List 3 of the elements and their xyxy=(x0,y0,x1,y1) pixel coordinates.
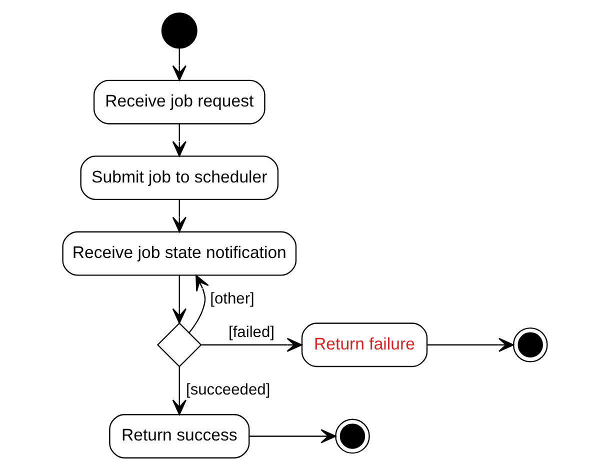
edge-label: [failed] xyxy=(228,324,275,341)
edge-label: [other] xyxy=(210,290,254,308)
edge-label: [succeeded] xyxy=(186,382,270,399)
